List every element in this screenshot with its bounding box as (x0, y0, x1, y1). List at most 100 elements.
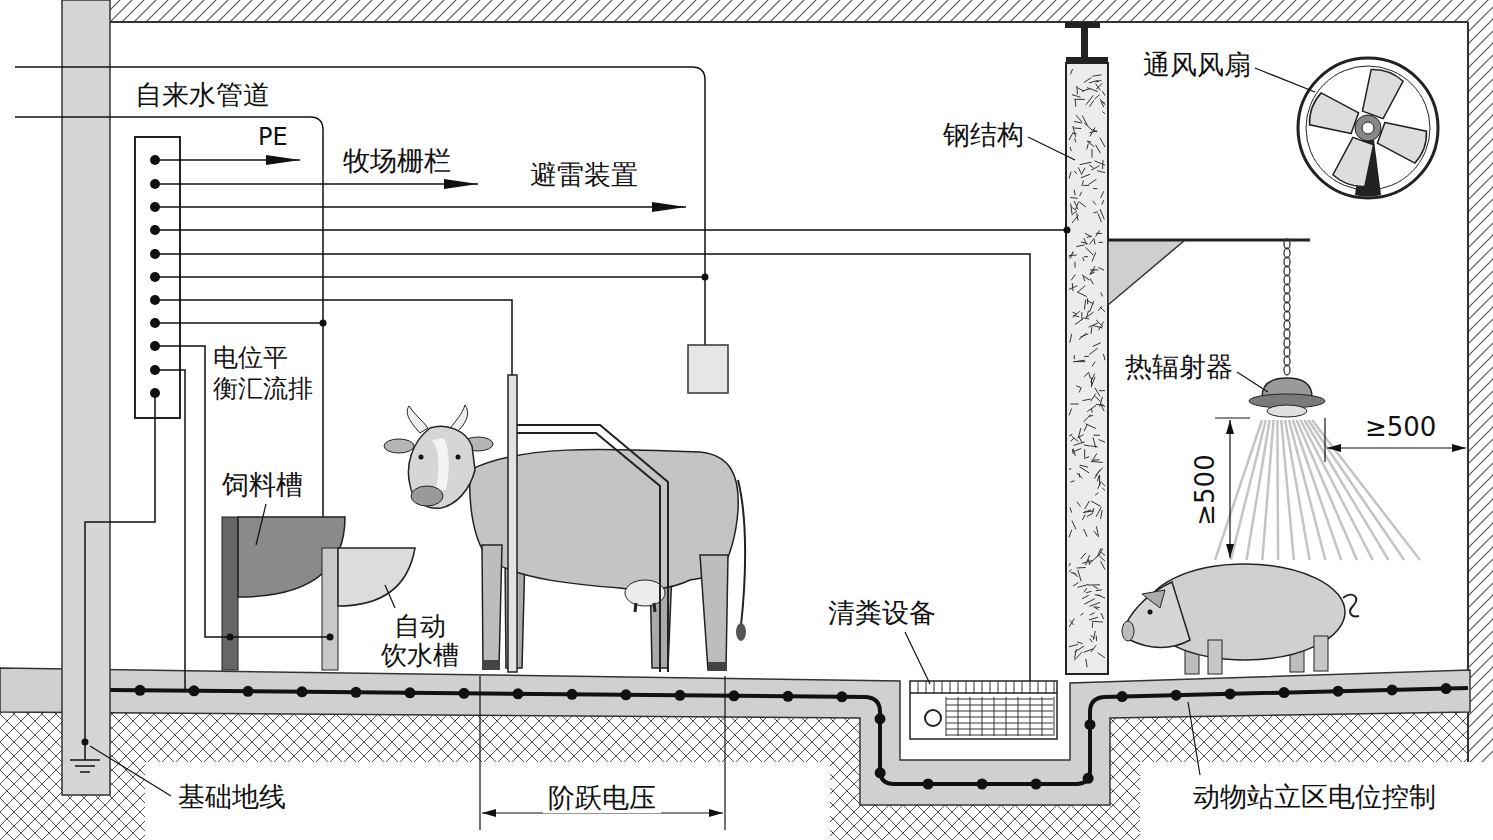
column-texture (1073, 126, 1076, 137)
column-texture (1079, 333, 1086, 340)
part-label: 动物站立区电位控制 (1193, 782, 1436, 812)
pipe-label: 自来水管道 (135, 80, 270, 110)
column-texture (1093, 631, 1095, 640)
column-texture (1070, 252, 1073, 259)
column-texture (1078, 286, 1085, 292)
column-texture (1072, 521, 1076, 530)
potential-control-dot (620, 689, 631, 700)
column-texture (1096, 635, 1097, 640)
column-texture (1090, 266, 1095, 274)
column-texture (1087, 144, 1089, 150)
column-texture (1090, 327, 1092, 334)
column-texture (1089, 165, 1093, 168)
column-texture (1100, 209, 1104, 219)
column-texture (1090, 445, 1097, 447)
manure-device (946, 717, 1053, 718)
manure-device (946, 729, 1053, 730)
column-texture (1082, 88, 1090, 91)
column-texture (1099, 475, 1100, 486)
busbar-label: 电位平 衡汇流排 (213, 342, 316, 405)
column-texture (1076, 245, 1084, 247)
potential-control-dot (1387, 684, 1398, 695)
column-texture (1080, 192, 1082, 196)
wire-junction (82, 155, 1071, 746)
column-texture (1102, 91, 1105, 95)
column-texture (1097, 653, 1105, 658)
column-texture (1085, 233, 1091, 236)
column-texture (1102, 200, 1104, 205)
ground-symbol (80, 771, 90, 773)
column-texture (1097, 171, 1105, 173)
column-texture (1089, 179, 1097, 184)
column-texture (1101, 552, 1105, 555)
part-label: 清粪设备 (828, 598, 936, 628)
leader-line (1237, 372, 1268, 392)
pig (1148, 610, 1153, 615)
dimension-label: 阶跃电压 (543, 783, 661, 813)
manure-device (934, 681, 935, 693)
column-texture (1095, 468, 1102, 476)
wire-junction (150, 249, 160, 259)
cow (482, 545, 502, 668)
dimension-line (479, 676, 480, 830)
column-texture (1091, 461, 1102, 462)
column-texture (1093, 343, 1101, 347)
cow (432, 438, 449, 490)
column-texture (1075, 138, 1076, 142)
column-texture (1083, 510, 1091, 513)
manure-device (990, 681, 991, 693)
column-texture (1095, 388, 1100, 397)
column-texture (1099, 390, 1105, 391)
column-texture (1069, 434, 1072, 436)
column-texture (1086, 95, 1093, 104)
cow (738, 480, 745, 625)
column-texture (1084, 78, 1091, 83)
column-texture (1091, 374, 1095, 383)
column-texture (1092, 623, 1093, 628)
column-texture (1069, 644, 1078, 646)
column-texture (1070, 334, 1072, 343)
manure-device (1042, 697, 1043, 736)
dimension-line (1215, 417, 1250, 418)
pig (1314, 636, 1328, 671)
manure-device (998, 681, 999, 693)
pe-label: PE (258, 125, 288, 149)
column-texture (1084, 300, 1085, 310)
column-texture (1083, 276, 1085, 281)
column-texture (1099, 322, 1104, 331)
steel-column (1066, 63, 1108, 674)
column-texture (1073, 311, 1080, 317)
column-texture (1069, 409, 1072, 416)
cow (384, 439, 414, 453)
ceiling-and-wall (1467, 22, 1469, 762)
column-texture (1081, 553, 1086, 559)
column-texture (1096, 589, 1102, 591)
cow-stanchion (517, 425, 668, 672)
wire-junction (327, 634, 334, 641)
column-texture (1098, 267, 1104, 270)
heat-ray (1231, 420, 1266, 560)
column-texture (1077, 567, 1086, 569)
bonding-wire (155, 183, 478, 185)
part-label: 牧场栅栏 (343, 146, 451, 176)
column-texture (1077, 435, 1083, 438)
column-texture (1073, 315, 1079, 317)
water-pipe (15, 67, 705, 345)
column-texture (1102, 483, 1105, 486)
ventilation-fan (1306, 92, 1360, 140)
column-texture (1093, 188, 1097, 189)
column-texture (1074, 442, 1085, 446)
column-texture (1093, 201, 1096, 205)
part-label: 钢结构 (943, 120, 1024, 150)
column-texture (1074, 190, 1075, 195)
column-texture (1085, 501, 1089, 509)
cow (411, 486, 443, 506)
heat-ray (1247, 420, 1270, 560)
column-texture (1081, 242, 1088, 244)
wire-junction (150, 272, 160, 282)
cow (408, 426, 475, 508)
column-texture (1096, 230, 1100, 236)
column-texture (1084, 445, 1090, 446)
column-texture (1091, 166, 1099, 170)
ground-symbol (70, 759, 100, 761)
